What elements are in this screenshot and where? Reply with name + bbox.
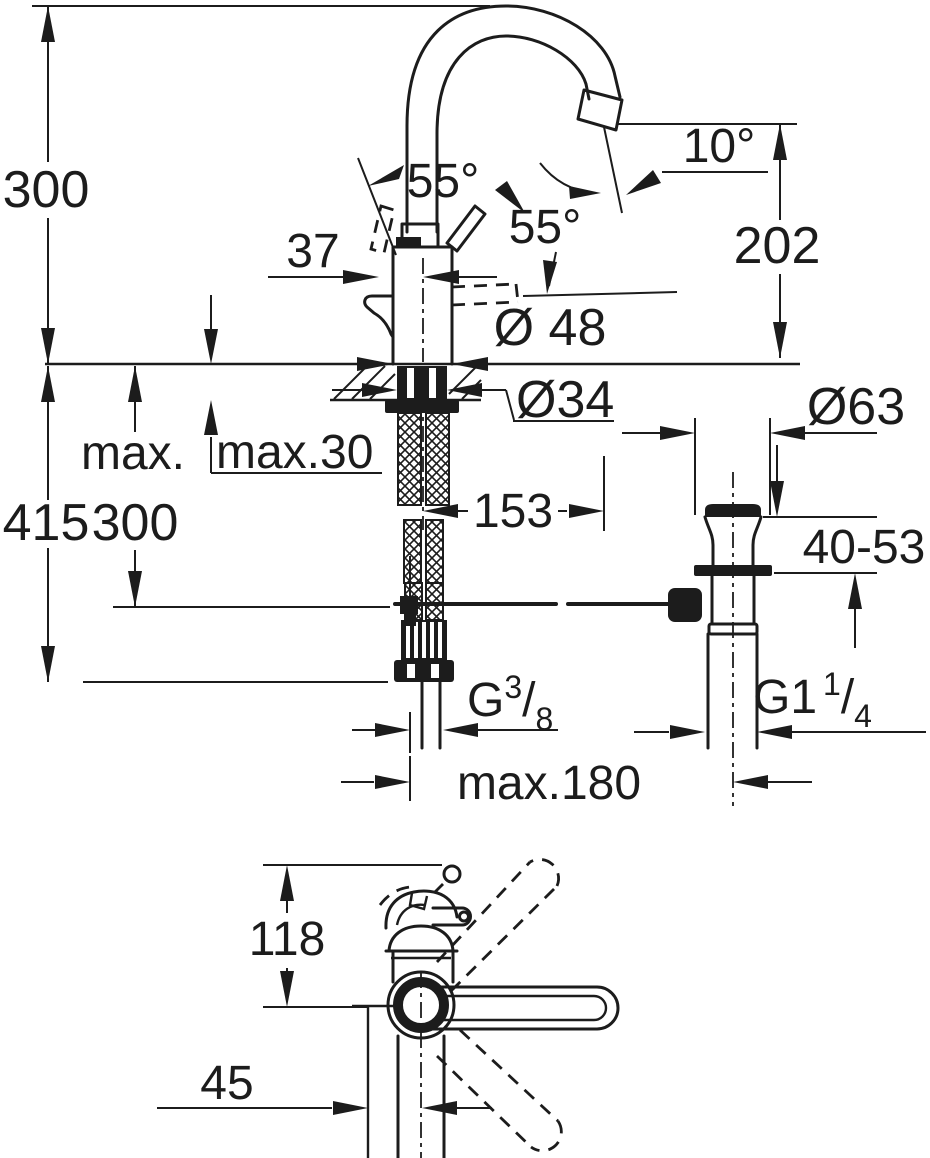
lever-left-axis <box>357 157 397 256</box>
dim-label-outlet-height: 202 <box>734 217 821 275</box>
dim-label-waste-deck-range: 40-53 <box>803 521 926 574</box>
threaded-shank <box>397 366 447 400</box>
dim-waste-diameter-63: Ø63 <box>622 378 905 515</box>
lever-plan-dashed-up <box>435 858 560 992</box>
popup-rod <box>393 556 672 626</box>
dim-hose-projection-max180: max.180 <box>341 756 812 810</box>
dim-label-hose-projection: max.180 <box>457 757 641 810</box>
spout-inner-curve <box>435 34 591 234</box>
dim-rod-length-153: 153 <box>423 456 605 538</box>
dim-install-height-415: 415 <box>3 366 388 683</box>
dim-label-lever-height: 118 <box>249 913 326 966</box>
aerator <box>576 88 624 132</box>
dim-label-outlet-angle: 10° <box>683 120 756 173</box>
waste-flange <box>694 565 772 576</box>
dim-label-rod-length: 153 <box>473 485 553 538</box>
dim-base-diameter-48: Ø 48 <box>357 299 606 371</box>
faucet-front-view <box>45 4 800 806</box>
spout-outer-curve <box>405 4 622 234</box>
dim-label-base-diameter: Ø 48 <box>494 299 607 357</box>
dim-body-offset-37: 37 <box>268 225 497 284</box>
body-hump <box>387 924 455 953</box>
dim-deck-thickness-max30: max.30 <box>204 295 382 479</box>
dim-label-lever-angle-left: 55° <box>407 155 480 208</box>
mounting-washer <box>385 400 459 413</box>
dim-label-hose-length: 300 <box>92 494 179 552</box>
popup-waste <box>668 472 772 806</box>
supply-hoses <box>394 412 454 750</box>
dim-outlet-angle-10: 10° <box>539 120 797 214</box>
dim-lever-angle-right-55: 55° <box>509 201 582 294</box>
dim-label-deck-thickness: max.30 <box>216 426 373 479</box>
lever-left-dashed <box>369 204 396 255</box>
dim-label-hose-max: max. <box>81 427 185 480</box>
dim-lever-angle-left-55: 55° <box>368 155 525 213</box>
dim-hose-length-max300: max. 300 <box>81 366 390 608</box>
dim-label-shank-diameter: Ø34 <box>516 371 614 429</box>
lever-open <box>445 204 487 253</box>
dim-label-body-offset: 37 <box>286 225 339 278</box>
waste-thread-sub: 4 <box>854 698 872 734</box>
lever-closed-dashed <box>451 282 520 307</box>
lever-closed-axis <box>522 291 678 297</box>
dim-label-install-height: 415 <box>3 494 90 552</box>
dim-label-lever-angle-right: 55° <box>509 201 582 254</box>
supply-thread-sup: 3 <box>504 669 522 705</box>
dim-outlet-height-202: 202 <box>734 124 821 358</box>
dim-label-spout-height: 300 <box>3 161 90 219</box>
dim-lever-height-118: 118 <box>249 865 368 1008</box>
dim-spout-height-300: 300 <box>3 6 90 364</box>
waste-thread-sup: 1 <box>823 666 841 702</box>
dim-supply-thread-g38: G3/8 <box>352 669 558 753</box>
dim-label-lever-offset: 45 <box>200 1057 253 1110</box>
dim-shank-diameter-34: Ø34 <box>332 371 614 429</box>
body-cap-band <box>396 237 421 247</box>
dim-waste-deck-range-40-53: 40-53 <box>763 445 925 648</box>
waste-rod-knob <box>668 588 702 622</box>
dim-lever-offset-45: 45 <box>157 1057 492 1115</box>
faucet-body <box>391 245 454 366</box>
waste-thread-base: G1 <box>753 671 817 724</box>
supply-thread-sub: 8 <box>535 701 553 737</box>
supply-thread-slash: / <box>522 674 536 727</box>
dim-label-supply-thread: G3/8 <box>467 669 553 737</box>
lever-plan-solid <box>426 985 620 1031</box>
supply-thread-base: G <box>467 674 504 727</box>
cartridge-dome <box>384 889 459 930</box>
waste-thread-slash: / <box>841 671 855 724</box>
pullrod-knob <box>363 294 395 339</box>
lever-plan-dashed-down <box>436 1028 563 1153</box>
side-pin <box>431 906 472 927</box>
rod-tip <box>442 864 462 884</box>
faucet-top-view <box>263 858 620 1158</box>
dim-label-waste-diameter: Ø63 <box>807 378 905 436</box>
waste-stopper <box>705 504 761 517</box>
